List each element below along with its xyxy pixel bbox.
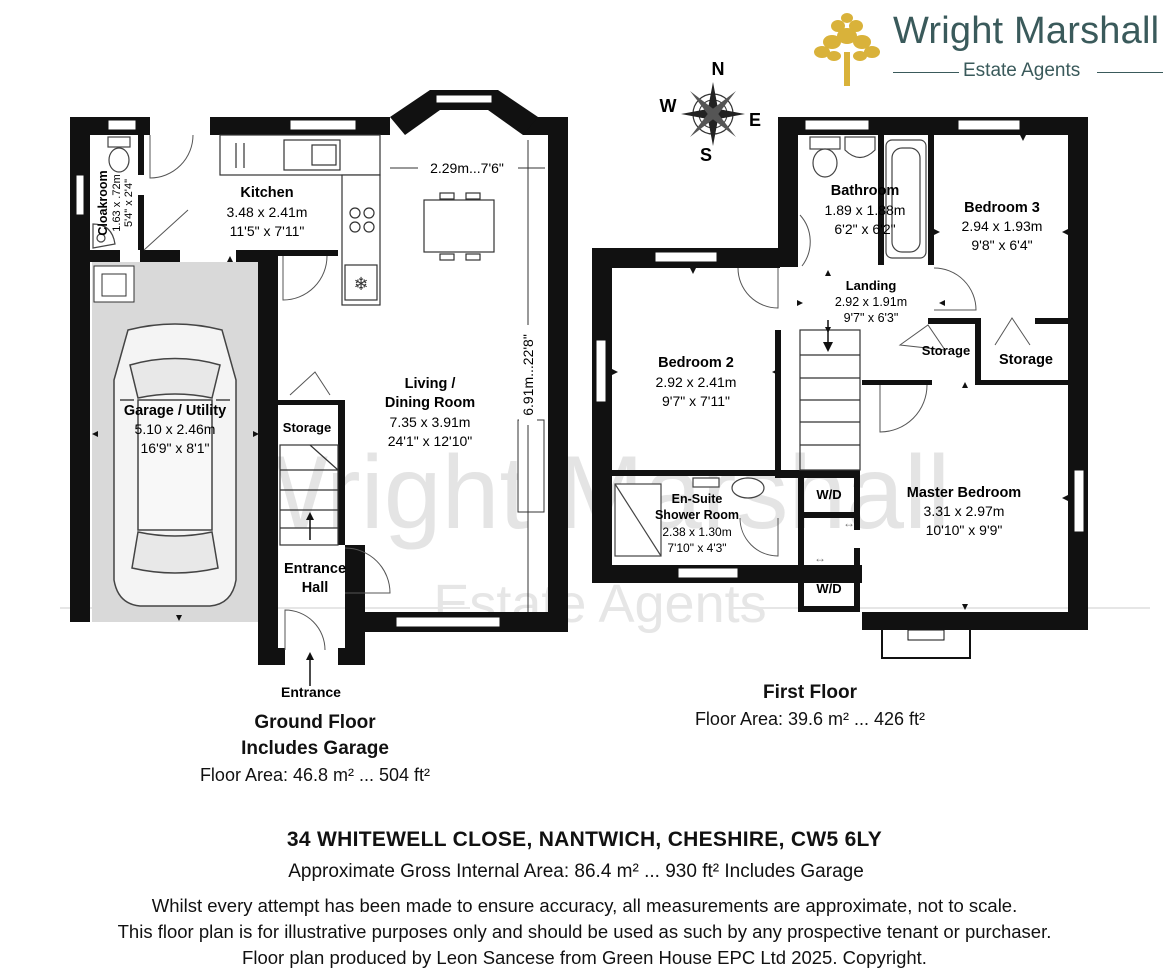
freezer-icon: ❄ — [353, 274, 368, 294]
disclaimer-line-3: Floor plan produced by Leon Sancese from… — [242, 947, 927, 968]
car-icon — [113, 323, 237, 607]
disclaimer-line-1: Whilst every attempt has been made to en… — [151, 895, 1018, 916]
brand-rule-right — [1097, 72, 1163, 73]
dimension-side-label: 6.91m...22'8" — [520, 334, 536, 416]
brand-tree-logo — [814, 13, 880, 86]
brand-name: Wright Marshall — [893, 10, 1160, 52]
floor-plan-drawing: Wright Marshall Estate Agents N E S W — [60, 59, 1150, 700]
living-imperial: 24'1" x 12'10" — [388, 433, 473, 449]
master-bedroom-label: Master Bedroom — [907, 485, 1021, 501]
compass-e: E — [749, 110, 761, 130]
first-storage-small-label: Storage — [922, 343, 970, 358]
master-bedroom-metric: 3.31 x 2.97m — [924, 503, 1005, 519]
landing-label: Landing — [846, 278, 897, 293]
dimension-top-label: 2.29m...7'6" — [430, 160, 504, 176]
slide-arrow-icon: ↔ — [814, 551, 826, 565]
kitchen-metric: 3.48 x 2.41m — [227, 204, 308, 220]
bedroom2-label: Bedroom 2 — [658, 355, 734, 371]
gross-internal-area: Approximate Gross Internal Area: 86.4 m²… — [288, 861, 864, 882]
bedroom3-label: Bedroom 3 — [964, 200, 1040, 216]
bathroom-imperial: 6'2" x 6'2" — [834, 221, 895, 237]
watermark-name: Wright Marshall — [230, 435, 950, 551]
kitchen-label: Kitchen — [240, 185, 293, 201]
property-address: 34 WHITEWELL CLOSE, NANTWICH, CHESHIRE, … — [286, 828, 883, 851]
ensuite-label-line2: Shower Room — [655, 508, 739, 522]
ensuite-imperial: 7'10" x 4'3" — [667, 541, 726, 555]
slide-arrow-icon: ↔ — [843, 516, 855, 530]
brand-tagline: Estate Agents — [963, 60, 1081, 81]
bedroom2-imperial: 9'7" x 7'11" — [662, 393, 730, 409]
living-label-line1: Living / — [405, 376, 456, 392]
entrance-label: Entrance — [281, 684, 341, 700]
disclaimer-line-2: This floor plan is for illustrative purp… — [117, 921, 1052, 942]
ground-floor-plan: ❄ — [70, 90, 568, 700]
kitchen-imperial: 11'5" x 7'11" — [230, 223, 305, 239]
ensuite-metric: 2.38 x 1.30m — [662, 525, 731, 539]
first-floor-plan: ↔ ↔ Bathroom 1.89 x 1.88m 6'2" x 6'2" Be… — [592, 117, 1088, 659]
cloakroom-metric: 1.63 x .72m — [111, 174, 123, 231]
master-bedroom-imperial: 10'10" x 9'9" — [926, 522, 1003, 538]
first-storage-large-label: Storage — [999, 352, 1053, 368]
cloakroom-imperial: 5'4" x 2'4" — [123, 179, 135, 227]
ground-storage-label: Storage — [283, 420, 331, 435]
bathroom-metric: 1.89 x 1.88m — [825, 202, 906, 218]
wd-upper-label: W/D — [816, 487, 841, 502]
brand-rule-left — [893, 72, 959, 73]
ensuite-label-line1: En-Suite — [672, 492, 723, 506]
garage-imperial: 16'9" x 8'1" — [141, 440, 210, 456]
bedroom3-metric: 2.94 x 1.93m — [962, 218, 1043, 234]
compass-w: W — [660, 96, 677, 116]
cloakroom-label: Cloakroom — [96, 170, 110, 235]
landing-metric: 2.92 x 1.91m — [835, 295, 907, 309]
wd-lower-label: W/D — [816, 581, 841, 596]
compass-icon: N E S W — [660, 59, 762, 165]
hall-label-line1: Entrance — [284, 561, 346, 577]
first-floor-area: Floor Area: 39.6 m² ... 426 ft² — [694, 709, 926, 729]
ground-floor-subtitle: Includes Garage — [241, 738, 389, 759]
landing-imperial: 9'7" x 6'3" — [844, 311, 899, 325]
bedroom3-imperial: 9'8" x 6'4" — [971, 237, 1032, 253]
garage-metric: 5.10 x 2.46m — [135, 421, 216, 437]
watermark: Wright Marshall Estate Agents — [60, 435, 1150, 634]
garage-label: Garage / Utility — [124, 403, 226, 419]
bedroom2-metric: 2.92 x 2.41m — [656, 374, 737, 390]
hall-label-line2: Hall — [302, 580, 329, 596]
ground-floor-title: Ground Floor — [254, 712, 376, 733]
living-metric: 7.35 x 3.91m — [390, 414, 471, 430]
bathroom-label: Bathroom — [831, 183, 899, 199]
living-label-line2: Dining Room — [385, 395, 475, 411]
first-floor-title: First Floor — [763, 682, 857, 703]
ground-floor-area: Floor Area: 46.8 m² ... 504 ft² — [199, 765, 431, 785]
compass-n: N — [712, 59, 725, 79]
compass-s: S — [700, 145, 712, 165]
